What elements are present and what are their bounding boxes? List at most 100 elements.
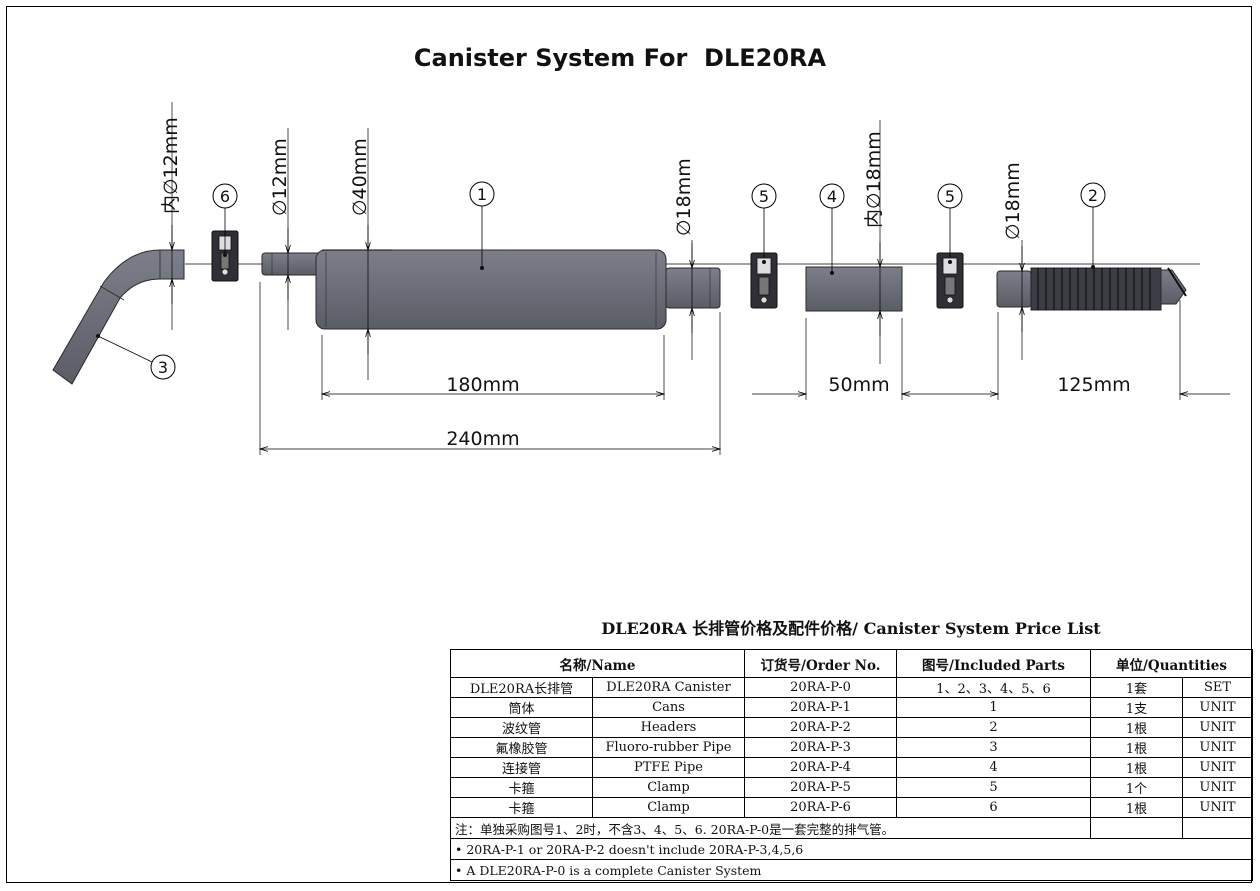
cell-order: 20RA-P-5 — [744, 777, 897, 798]
svg-text:3: 3 — [158, 358, 168, 377]
dim-length-125: 125mm — [1057, 374, 1130, 396]
note-empty-cell — [1090, 817, 1183, 839]
length-dimensions — [260, 394, 1230, 449]
cell-parts: 2 — [896, 717, 1091, 738]
cell-name-cn: 筒体 — [450, 697, 593, 718]
cell-unit: UNIT — [1182, 737, 1253, 758]
dim-length-240: 240mm — [446, 428, 519, 450]
dim-d40: ∅40mm — [349, 138, 371, 216]
ptfe-pipe — [805, 266, 903, 312]
dim-inner-18: 内∅18mm — [863, 131, 885, 228]
table-row: 筒体 Cans 20RA-P-1 1 1支 UNIT — [450, 697, 1253, 718]
table-header-row: 名称/Name 订货号/Order No. 图号/Included Parts … — [450, 649, 1253, 678]
svg-text:1: 1 — [477, 185, 487, 204]
cell-name-cn: 氟橡胶管 — [450, 737, 593, 758]
drawing-frame — [6, 6, 1252, 883]
fluoro-rubber-pipe — [52, 249, 185, 385]
note-english-1: • 20RA-P-1 or 20RA-P-2 doesn't include 2… — [450, 838, 1253, 860]
dim-inner-12: 内∅12mm — [160, 117, 182, 214]
callout-balloon: 6 — [212, 183, 238, 209]
table-row: 连接管 PTFE Pipe 20RA-P-4 4 1根 UNIT — [450, 757, 1253, 778]
cell-parts: 3 — [896, 737, 1091, 758]
header-parts: 图号/Included Parts — [896, 649, 1091, 678]
cell-qty: 1根 — [1090, 797, 1183, 818]
note-row: • A DLE20RA-P-0 is a complete Canister S… — [450, 859, 1253, 881]
callout-balloon: 4 — [819, 183, 845, 209]
callout-balloon: 5 — [751, 183, 777, 209]
dim-length-180: 180mm — [446, 374, 519, 396]
cell-order: 20RA-P-2 — [744, 717, 897, 738]
callout-leaders — [97, 206, 1094, 363]
callout-balloon: 1 — [469, 181, 495, 207]
cell-unit: UNIT — [1182, 697, 1253, 718]
cell-qty: 1根 — [1090, 717, 1183, 738]
cell-name-cn: DLE20RA长排管 — [450, 677, 593, 698]
cell-parts: 4 — [896, 757, 1091, 778]
svg-text:4: 4 — [827, 187, 837, 206]
dim-d18-b: ∅18mm — [1002, 162, 1024, 240]
note-row: 注：单独采购图号1、2时，不含3、4、5、6. 20RA-P-0是一套完整的排气… — [450, 817, 1253, 839]
table-row: 波纹管 Headers 20RA-P-2 2 1根 UNIT — [450, 717, 1253, 738]
cell-qty: 1根 — [1090, 757, 1183, 778]
cell-unit: UNIT — [1182, 757, 1253, 778]
note-english-2: • A DLE20RA-P-0 is a complete Canister S… — [450, 859, 1253, 881]
cell-qty: 1个 — [1090, 777, 1183, 798]
cell-name-en: Clamp — [592, 777, 745, 798]
corrugated-header — [996, 265, 1187, 311]
svg-text:5: 5 — [759, 187, 769, 206]
cell-parts: 1、2、3、4、5、6 — [896, 677, 1091, 698]
note-empty-cell — [1182, 817, 1253, 839]
clamp-5-right — [936, 252, 964, 309]
note-chinese: 注：单独采购图号1、2时，不含3、4、5、6. 20RA-P-0是一套完整的排气… — [450, 817, 1091, 839]
cell-order: 20RA-P-4 — [744, 757, 897, 778]
cell-order: 20RA-P-0 — [744, 677, 897, 698]
table-row: 氟橡胶管 Fluoro-rubber Pipe 20RA-P-3 3 1根 UN… — [450, 737, 1253, 758]
table-row: DLE20RA长排管 DLE20RA Canister 20RA-P-0 1、2… — [450, 677, 1253, 698]
cell-parts: 5 — [896, 777, 1091, 798]
cell-unit: UNIT — [1182, 717, 1253, 738]
cell-parts: 6 — [896, 797, 1091, 818]
callout-balloon: 5 — [937, 183, 963, 209]
cell-order: 20RA-P-1 — [744, 697, 897, 718]
cell-order: 20RA-P-3 — [744, 737, 897, 758]
cell-qty: 1根 — [1090, 737, 1183, 758]
svg-text:6: 6 — [220, 187, 230, 206]
note-row: • 20RA-P-1 or 20RA-P-2 doesn't include 2… — [450, 838, 1253, 860]
callout-balloon: 3 — [150, 354, 176, 380]
cell-name-cn: 连接管 — [450, 757, 593, 778]
price-list-title: DLE20RA 长排管价格及配件价格/ Canister System Pric… — [601, 619, 1101, 638]
cell-qty: 1支 — [1090, 697, 1183, 718]
table-row: 卡箍 Clamp 20RA-P-6 6 1根 UNIT — [450, 797, 1253, 818]
cell-name-en: PTFE Pipe — [592, 757, 745, 778]
clamp-5-left — [750, 252, 778, 309]
cell-name-en: Fluoro-rubber Pipe — [592, 737, 745, 758]
cell-name-cn: 波纹管 — [450, 717, 593, 738]
dim-d12: ∅12mm — [269, 138, 291, 216]
price-table: 名称/Name 订货号/Order No. 图号/Included Parts … — [450, 649, 1253, 881]
cell-name-en: Headers — [592, 717, 745, 738]
drawing-title: Canister System For DLE20RA — [413, 44, 827, 72]
header-name: 名称/Name — [450, 649, 745, 678]
svg-text:5: 5 — [945, 187, 955, 206]
cell-name-cn: 卡箍 — [450, 797, 593, 818]
cell-parts: 1 — [896, 697, 1091, 718]
svg-text:2: 2 — [1088, 186, 1098, 205]
canister — [261, 249, 721, 330]
cell-name-en: Clamp — [592, 797, 745, 818]
cell-name-cn: 卡箍 — [450, 777, 593, 798]
dim-length-50: 50mm — [828, 374, 889, 396]
cell-unit: SET — [1182, 677, 1253, 698]
cell-order: 20RA-P-6 — [744, 797, 897, 818]
cell-name-en: DLE20RA Canister — [592, 677, 745, 698]
table-row: 卡箍 Clamp 20RA-P-5 5 1个 UNIT — [450, 777, 1253, 798]
header-quantities: 单位/Quantities — [1090, 649, 1253, 678]
cell-unit: UNIT — [1182, 797, 1253, 818]
cell-qty: 1套 — [1090, 677, 1183, 698]
cell-unit: UNIT — [1182, 777, 1253, 798]
callout-balloon: 2 — [1080, 182, 1106, 208]
diameter-arrows — [172, 225, 1022, 354]
cell-name-en: Cans — [592, 697, 745, 718]
header-order: 订货号/Order No. — [744, 649, 897, 678]
dim-d18-a: ∅18mm — [673, 158, 695, 236]
